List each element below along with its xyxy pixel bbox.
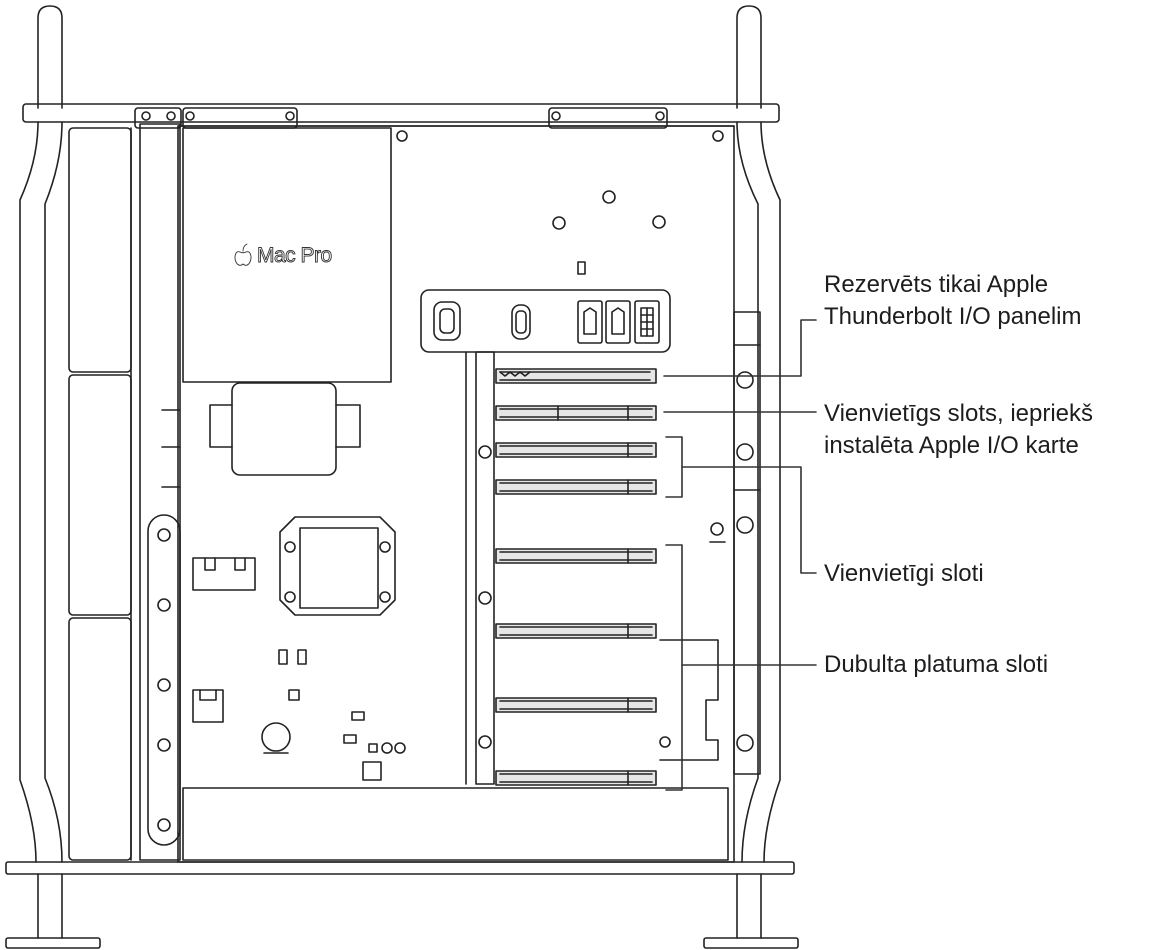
callout-single-preinstalled: Vienvietīgs slots, iepriekš instalēta Ap… <box>824 398 1093 462</box>
pcie-slot-4 <box>495 548 657 564</box>
pcie-slot-3 <box>495 479 657 495</box>
top-bracket-right <box>548 107 668 129</box>
left-frame-column <box>134 107 182 861</box>
pcie-slot-7 <box>495 770 657 786</box>
right-bracket-column <box>659 311 761 775</box>
cpu-socket <box>279 516 396 616</box>
pcie-slot-reserved <box>495 368 657 384</box>
pcie-slot-5 <box>495 623 657 639</box>
callout-reserved-line1: Rezervēts tikai Apple <box>824 271 1049 298</box>
callout-reserved-line2: Thunderbolt I/O panelim <box>824 303 1082 330</box>
left-foot <box>5 873 101 949</box>
top-bracket-left <box>182 107 298 129</box>
power-connector <box>192 557 256 591</box>
small-connectors <box>192 649 406 781</box>
callout-single-slots-label: Vienvietīgi sloti <box>824 560 984 587</box>
callout-single-slots: Vienvietīgi sloti <box>824 558 984 590</box>
left-handle <box>19 5 63 863</box>
thunderbolt-io-panel <box>420 289 671 353</box>
apple-logo-icon <box>234 243 252 266</box>
bottom-enclosure <box>182 787 729 861</box>
right-foot <box>703 873 799 949</box>
processor-cover <box>182 127 392 476</box>
top-rail <box>22 103 780 123</box>
callout-reserved: Rezervēts tikai Apple Thunderbolt I/O pa… <box>824 269 1081 333</box>
mac-pro-logo-text: Mac Pro <box>257 244 332 267</box>
pcie-slot-6 <box>495 697 657 713</box>
bottom-rail <box>5 861 795 875</box>
side-panels <box>68 127 132 861</box>
pcie-slot-2 <box>495 442 657 458</box>
callout-double-width-slots: Dubulta platuma sloti <box>824 649 1048 681</box>
pcie-slot-carrier <box>465 351 495 785</box>
board-screw-holes <box>396 130 724 275</box>
right-handle <box>736 5 781 863</box>
pcie-slot-1 <box>495 405 657 421</box>
coin-battery <box>261 722 291 754</box>
callout-single-preinstalled-line1: Vienvietīgs slots, iepriekš <box>824 400 1094 427</box>
callout-double-width-slots-label: Dubulta platuma sloti <box>824 651 1049 678</box>
callout-lines <box>663 319 817 791</box>
callout-single-preinstalled-line2: instalēta Apple I/O karte <box>824 432 1079 459</box>
